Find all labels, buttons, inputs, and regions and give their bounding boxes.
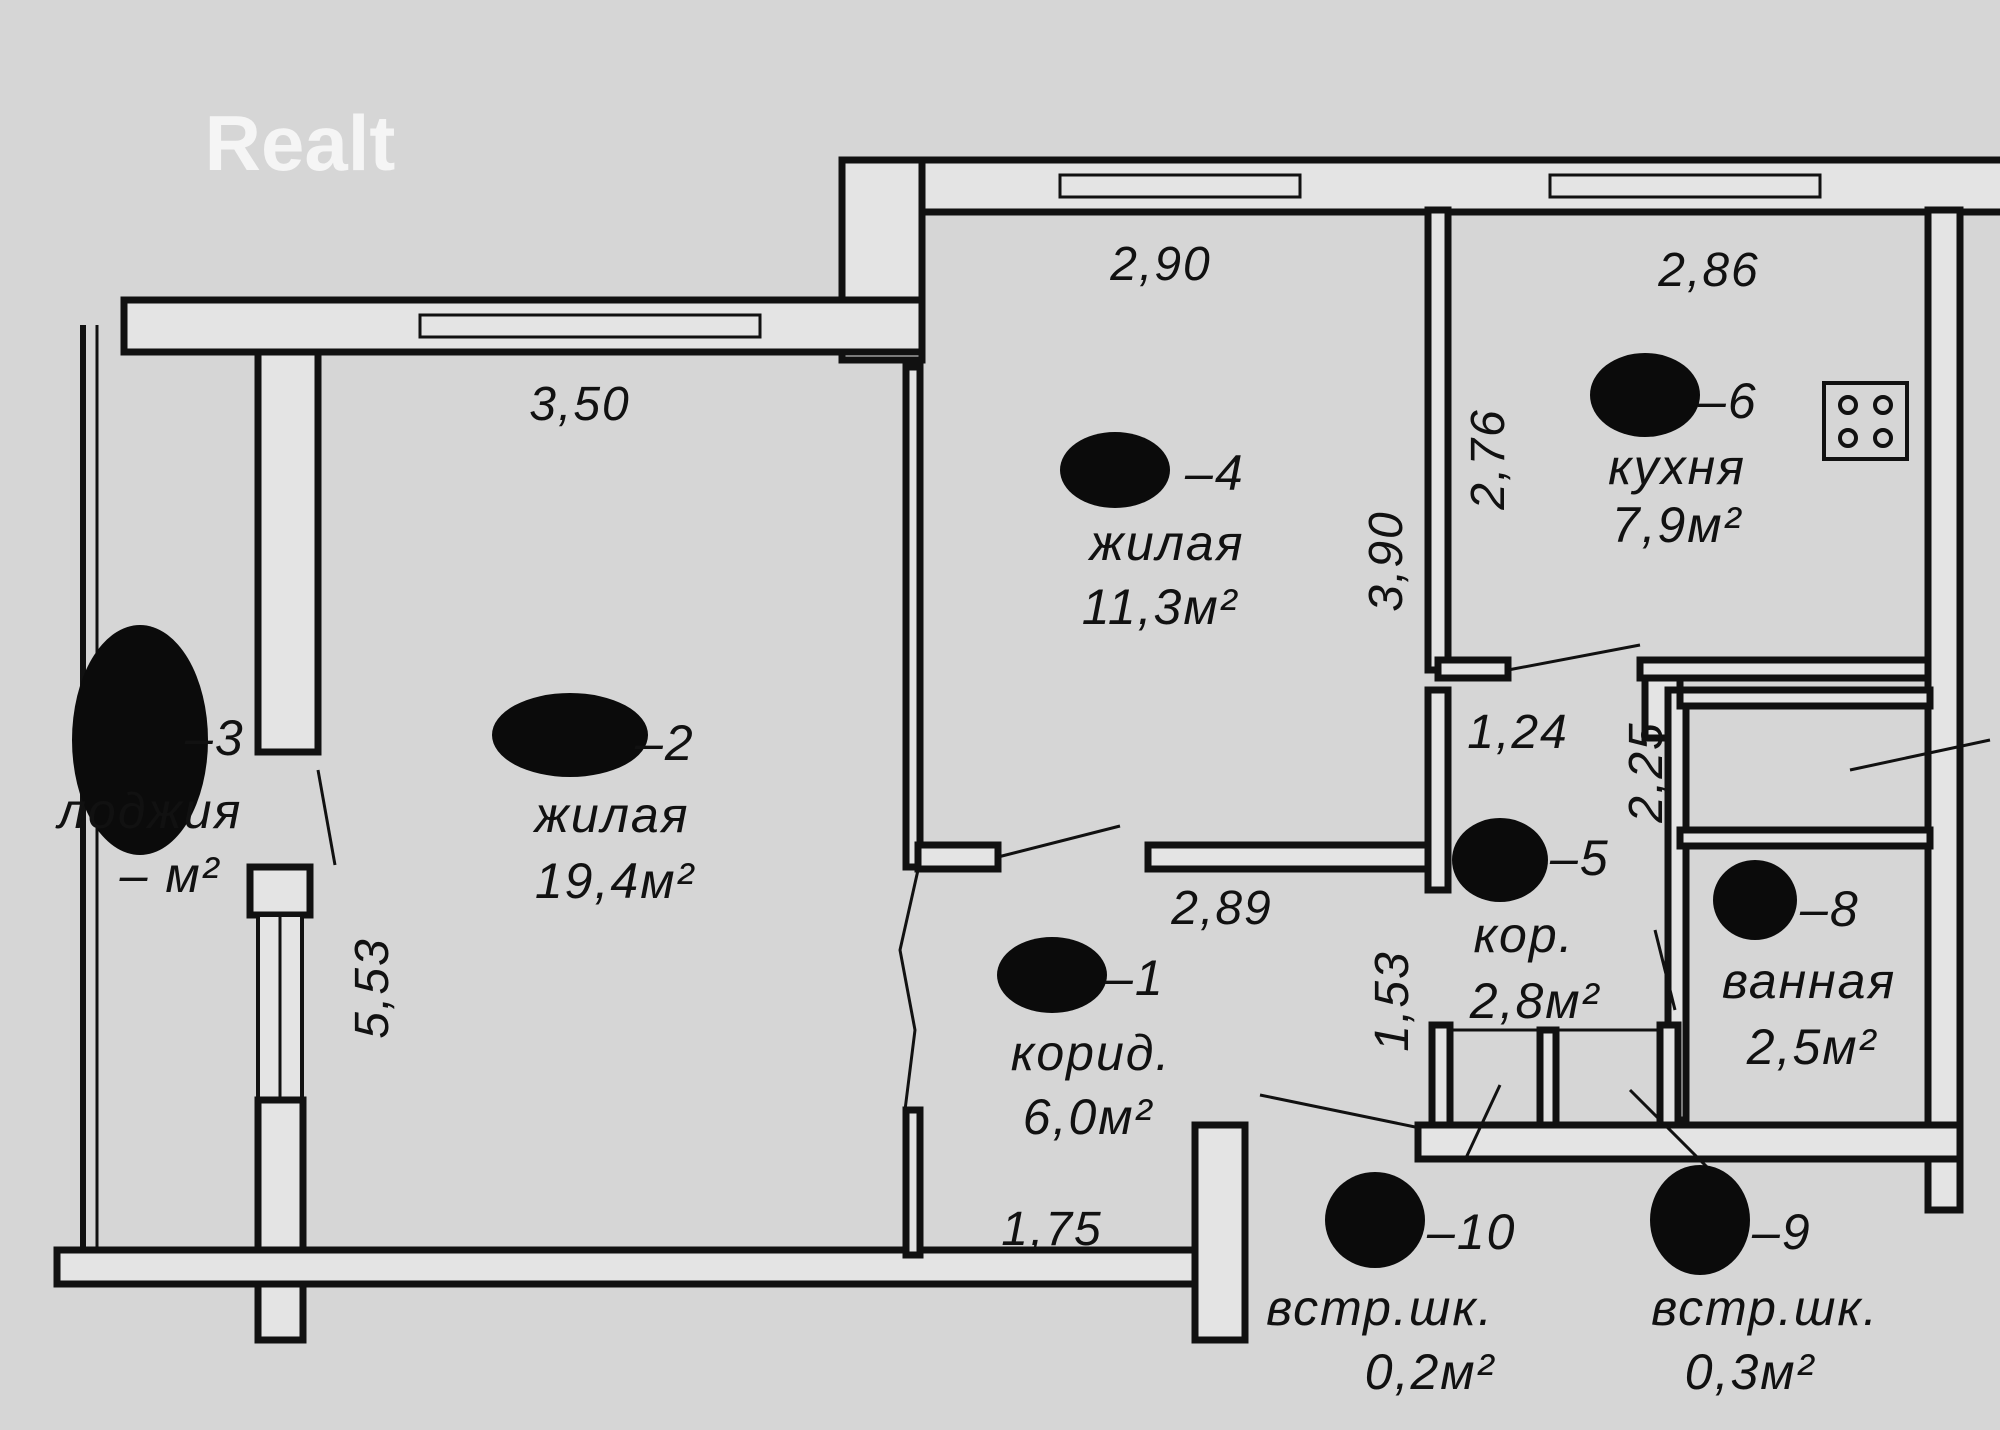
room-number: 4	[1215, 445, 1245, 501]
dim-room2-length: 5,53	[346, 937, 399, 1038]
watermark-logo: Realt	[205, 99, 396, 187]
room-number: 10	[1457, 1204, 1517, 1260]
dim-room4-width: 2,90	[1109, 238, 1211, 291]
room-name: лоджия	[55, 783, 243, 839]
room-area: 0,3м²	[1685, 1344, 1816, 1400]
svg-text:–4: –4	[1184, 445, 1245, 501]
svg-text:–3: –3	[184, 710, 245, 766]
stove-icon	[1822, 381, 1909, 461]
room-number: 6	[1728, 373, 1758, 429]
room-area: 6,0м²	[1023, 1089, 1154, 1145]
svg-text:–5: –5	[1549, 830, 1610, 886]
svg-text:–9: –9	[1751, 1204, 1812, 1260]
room-area: 7,9м²	[1612, 497, 1743, 553]
dimension-labels: 3,50 5,53 2,90 3,90 2,89 2,86 2,76 1,24 …	[346, 238, 1759, 1256]
room-number: 5	[1580, 830, 1610, 886]
room-number: 9	[1782, 1204, 1812, 1260]
room-name: встр.шк.	[1266, 1280, 1494, 1336]
room-name: жилая	[533, 787, 690, 843]
walls	[53, 156, 2000, 1344]
room-number: 3	[215, 710, 245, 766]
dim-hall-length: 2,25	[1620, 721, 1673, 823]
room-name: кор.	[1473, 907, 1574, 963]
room-name: встр.шк.	[1651, 1280, 1879, 1336]
room-area: 11,3м²	[1082, 579, 1239, 635]
svg-text:–1: –1	[1104, 950, 1165, 1006]
room-area: – м²	[119, 847, 221, 903]
room-name: жилая	[1088, 515, 1245, 571]
dim-corridor-side: 1,53	[1366, 950, 1419, 1051]
room-labels: –4 жилая 11,3м² –6 кухня 7,9м² –3 лоджия…	[55, 373, 1896, 1400]
room-name: корид.	[1011, 1025, 1172, 1081]
svg-text:–6: –6	[1697, 373, 1758, 429]
room-name: ванная	[1722, 953, 1896, 1009]
dim-room4-bottom: 2,89	[1170, 882, 1272, 935]
dim-kitchen-width: 2,86	[1657, 244, 1759, 297]
dim-room2-width: 3,50	[529, 378, 630, 431]
room-area: 2,5м²	[1746, 1019, 1878, 1075]
room-number: 8	[1830, 881, 1860, 937]
svg-text:–8: –8	[1799, 881, 1860, 937]
room-area: 0,2м²	[1365, 1344, 1496, 1400]
room-number: 2	[664, 715, 695, 771]
redaction-blobs	[72, 353, 1797, 1275]
room-area: 2,8м²	[1469, 973, 1601, 1029]
dim-kitchen-length: 2,76	[1462, 408, 1515, 510]
room-number: 1	[1135, 950, 1165, 1006]
dim-room4-length: 3,90	[1360, 510, 1413, 611]
room-area: 19,4м²	[535, 853, 696, 909]
svg-text:–10: –10	[1426, 1204, 1516, 1260]
svg-text:–2: –2	[634, 715, 695, 771]
dim-hall-width: 1,24	[1467, 706, 1568, 759]
dim-corridor-bottom: 1,75	[1001, 1203, 1102, 1256]
room-name: кухня	[1608, 439, 1746, 495]
